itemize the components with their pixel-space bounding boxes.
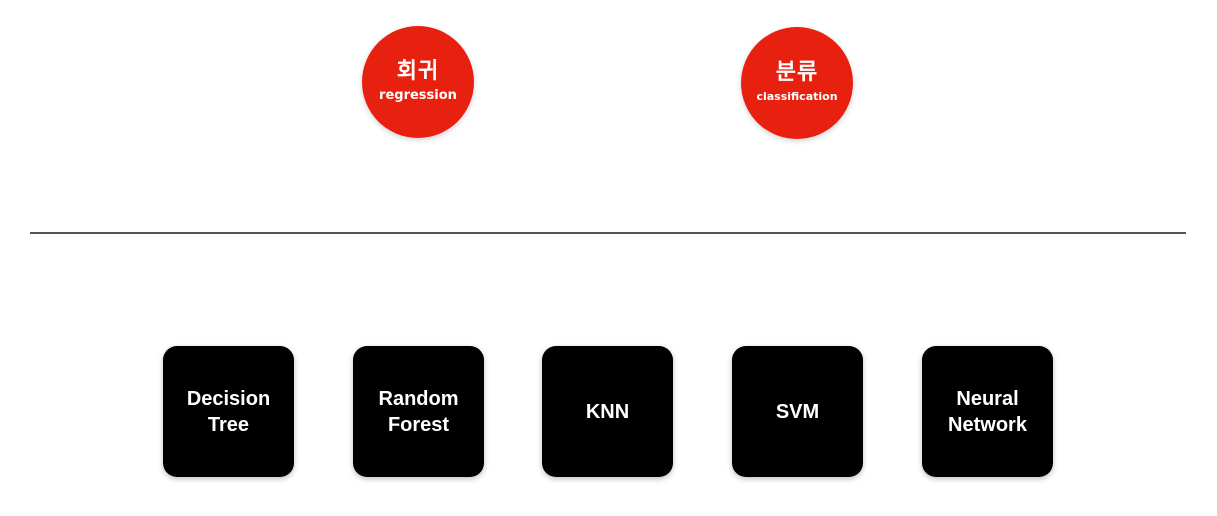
model-box-knn: KNN: [542, 346, 673, 477]
classification-title: 분류: [775, 60, 819, 85]
model-box-decision-tree: Decision Tree: [163, 346, 294, 477]
model-label-knn: KNN: [585, 400, 630, 423]
model-label-random-forest: Random Forest: [378, 387, 459, 436]
model-label-decision-tree: Decision Tree: [186, 387, 271, 436]
model-label-neural-network: Neural Network: [948, 387, 1027, 436]
classification-category-circle: 분류 classification: [741, 27, 853, 139]
regression-title: 회귀: [396, 59, 440, 84]
horizontal-divider: [30, 232, 1186, 234]
model-label-svm: SVM: [775, 400, 820, 423]
model-box-random-forest: Random Forest: [353, 346, 484, 477]
model-box-svm: SVM: [732, 346, 863, 477]
regression-subtitle: regression: [379, 88, 457, 103]
regression-category-circle: 회귀 regression: [362, 26, 474, 138]
model-box-neural-network: Neural Network: [922, 346, 1053, 477]
classification-subtitle: classification: [756, 90, 838, 103]
